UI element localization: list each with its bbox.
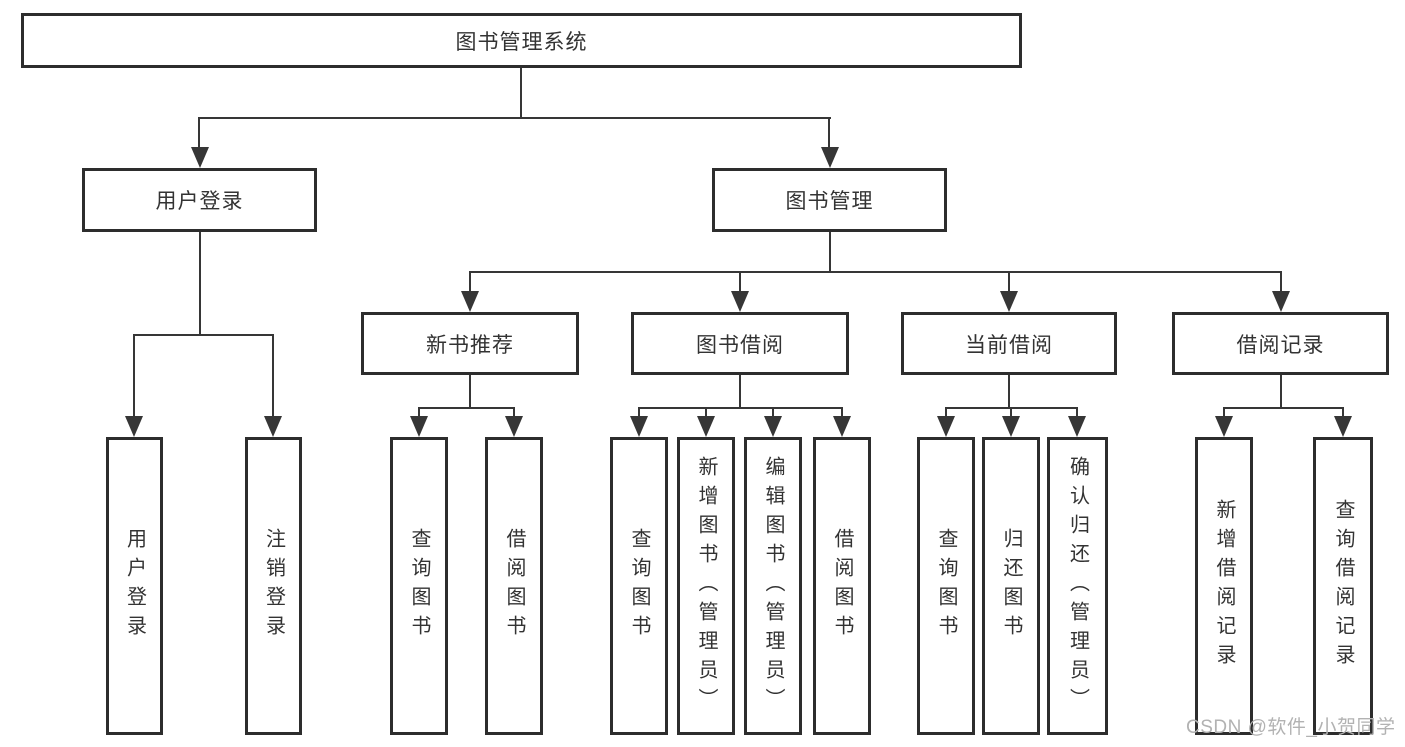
leaf-edit-book-admin-label: 编辑图书（管理员） bbox=[762, 455, 784, 717]
node-new-book-recommendation-label: 新书推荐 bbox=[426, 333, 514, 357]
node-book-borrowing-label: 图书借阅 bbox=[696, 333, 784, 357]
edge-book-management-trunk bbox=[829, 232, 831, 273]
leaf-add-book-admin: 新增图书（管理员） bbox=[677, 437, 735, 735]
leaf-logout: 注销登录 bbox=[245, 437, 302, 735]
arrowhead-icon bbox=[264, 416, 282, 437]
arrowhead-icon bbox=[505, 416, 523, 437]
leaf-query-borrow-record: 查询借阅记录 bbox=[1313, 437, 1373, 735]
arrowhead-icon bbox=[191, 147, 209, 168]
edge-group-current-trunk bbox=[1008, 375, 1010, 408]
edge-group-borrowing-bar bbox=[638, 407, 843, 409]
arrowhead-icon bbox=[821, 147, 839, 168]
leaf-return-books-label: 归还图书 bbox=[1000, 528, 1022, 644]
edge-to-new-book-recommendation bbox=[469, 271, 471, 294]
leaf-borrow-books-recommend: 借阅图书 bbox=[485, 437, 543, 735]
leaf-query-books-current-label: 查询图书 bbox=[935, 528, 957, 644]
arrowhead-icon bbox=[937, 416, 955, 437]
edge-leaf-drop bbox=[638, 407, 640, 419]
arrowhead-icon bbox=[833, 416, 851, 437]
edge-to-book-borrowing bbox=[739, 271, 741, 294]
edge-leaf-drop bbox=[772, 407, 774, 419]
leaf-query-books-borrowing-label: 查询图书 bbox=[628, 528, 650, 644]
edge-to-current-borrowing bbox=[1008, 271, 1010, 294]
edge-leaf-drop bbox=[1223, 407, 1225, 419]
edge-leaf-drop bbox=[841, 407, 843, 419]
leaf-query-borrow-record-label: 查询借阅记录 bbox=[1332, 499, 1354, 673]
arrowhead-icon bbox=[125, 416, 143, 437]
arrowhead-icon bbox=[1334, 416, 1352, 437]
leaf-user-login: 用户登录 bbox=[106, 437, 163, 735]
edge-leaf-drop bbox=[945, 407, 947, 419]
node-borrowing-records-label: 借阅记录 bbox=[1236, 333, 1325, 357]
arrowhead-icon bbox=[410, 416, 428, 437]
leaf-add-borrow-record-label: 新增借阅记录 bbox=[1213, 499, 1235, 673]
leaf-confirm-return-admin: 确认归还（管理员） bbox=[1047, 437, 1108, 735]
leaf-edit-book-admin: 编辑图书（管理员） bbox=[744, 437, 802, 735]
arrowhead-icon bbox=[731, 291, 749, 312]
edge-group-recommend-bar bbox=[418, 407, 515, 409]
edge-to-book-management bbox=[828, 117, 830, 150]
node-current-borrowing: 当前借阅 bbox=[901, 312, 1117, 375]
leaf-borrow-books-borrowing: 借阅图书 bbox=[813, 437, 871, 735]
edge-group-records-trunk bbox=[1280, 375, 1282, 408]
edge-to-leaf-user-login bbox=[133, 334, 135, 419]
leaf-add-borrow-record: 新增借阅记录 bbox=[1195, 437, 1253, 735]
leaf-query-books-recommend: 查询图书 bbox=[390, 437, 448, 735]
node-borrowing-records: 借阅记录 bbox=[1172, 312, 1389, 375]
edge-leaf-drop bbox=[705, 407, 707, 419]
node-book-borrowing: 图书借阅 bbox=[631, 312, 849, 375]
node-user-login-label: 用户登录 bbox=[155, 190, 244, 213]
edge-leaf-drop bbox=[1076, 407, 1078, 419]
edge-user-login-bar bbox=[133, 334, 274, 336]
edge-leaf-drop bbox=[418, 407, 420, 419]
edge-leaf-drop bbox=[1010, 407, 1012, 419]
leaf-query-books-recommend-label: 查询图书 bbox=[408, 528, 430, 644]
node-root: 图书管理系统 bbox=[21, 13, 1022, 68]
leaf-query-books-borrowing: 查询图书 bbox=[610, 437, 668, 735]
edge-leaf-drop bbox=[513, 407, 515, 419]
leaf-borrow-books-recommend-label: 借阅图书 bbox=[503, 528, 525, 644]
edge-to-user-login bbox=[198, 117, 200, 150]
edge-root-trunk bbox=[520, 66, 522, 118]
arrowhead-icon bbox=[1272, 291, 1290, 312]
leaf-confirm-return-admin-label: 确认归还（管理员） bbox=[1066, 455, 1089, 717]
csdn-watermark: CSDN @软件_小贺同学 bbox=[1186, 717, 1396, 738]
edge-to-borrowing-records bbox=[1280, 271, 1282, 294]
arrowhead-icon bbox=[1215, 416, 1233, 437]
edge-group-recommend-trunk bbox=[469, 375, 471, 408]
edge-to-leaf-logout bbox=[272, 334, 274, 419]
node-new-book-recommendation: 新书推荐 bbox=[361, 312, 579, 375]
edge-group-borrowing-trunk bbox=[739, 375, 741, 408]
node-current-borrowing-label: 当前借阅 bbox=[965, 333, 1053, 357]
edge-user-login-trunk bbox=[199, 232, 201, 336]
leaf-return-books: 归还图书 bbox=[982, 437, 1040, 735]
edge-leaf-drop bbox=[1342, 407, 1344, 419]
leaf-user-login-label: 用户登录 bbox=[123, 528, 146, 644]
edge-root-branch-bar bbox=[199, 117, 831, 119]
leaf-add-book-admin-label: 新增图书（管理员） bbox=[695, 455, 717, 717]
arrowhead-icon bbox=[697, 416, 715, 437]
leaf-query-books-current: 查询图书 bbox=[917, 437, 975, 735]
arrowhead-icon bbox=[1068, 416, 1086, 437]
arrowhead-icon bbox=[1000, 291, 1018, 312]
node-root-label: 图书管理系统 bbox=[455, 30, 588, 54]
node-book-management: 图书管理 bbox=[712, 168, 947, 232]
arrowhead-icon bbox=[630, 416, 648, 437]
edge-book-management-bar bbox=[469, 271, 1282, 273]
edge-group-records-bar bbox=[1223, 407, 1344, 409]
leaf-borrow-books-borrowing-label: 借阅图书 bbox=[831, 528, 853, 644]
node-user-login: 用户登录 bbox=[82, 168, 317, 232]
arrowhead-icon bbox=[764, 416, 782, 437]
arrowhead-icon bbox=[461, 291, 479, 312]
leaf-logout-label: 注销登录 bbox=[262, 528, 285, 644]
arrowhead-icon bbox=[1002, 416, 1020, 437]
node-book-management-label: 图书管理 bbox=[785, 190, 874, 213]
